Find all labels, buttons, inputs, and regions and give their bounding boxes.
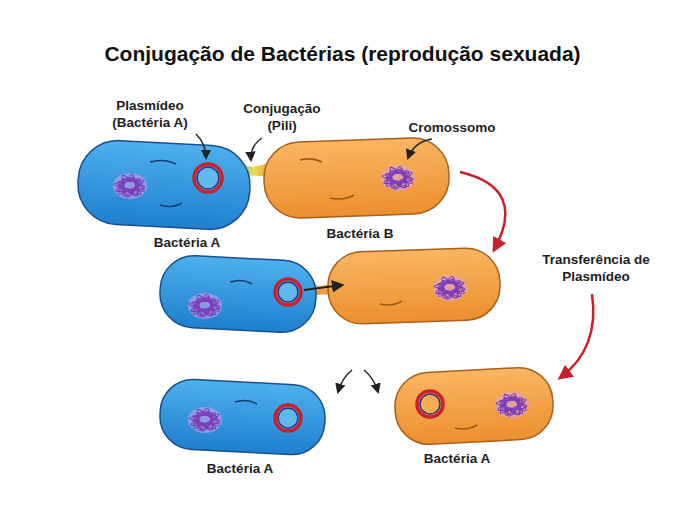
chromosome: [381, 165, 415, 191]
step-label: Transferência de Plasmídeo: [532, 251, 660, 285]
bacterium-b: [263, 137, 451, 219]
title: Conjugação de Bactérias (reprodução sexu…: [104, 42, 580, 66]
bacterium-a: [158, 254, 318, 334]
plasmid: [194, 164, 222, 192]
bacterium-a: [393, 366, 555, 446]
chromosome: [495, 392, 529, 418]
step-arrow: [460, 172, 505, 250]
transfer-arrow: [304, 285, 342, 290]
split-arrow: [364, 370, 378, 392]
cell-label: Bactéria A: [127, 234, 247, 251]
leader-arrow: [251, 138, 262, 160]
leader-arrow: [196, 134, 206, 158]
chromosome: [188, 293, 222, 319]
part-label: Cromossomo: [392, 119, 512, 136]
leader-arrow: [408, 139, 432, 158]
plasmid: [417, 391, 443, 417]
plasmid: [275, 279, 301, 305]
split-arrow: [338, 370, 352, 392]
cell-label: Bactéria B: [300, 225, 420, 242]
bacterium-a: [76, 139, 252, 232]
chromosome: [433, 275, 467, 301]
part-label: Plasmídeo (Bactéria A): [102, 97, 198, 131]
part-label: Conjugação (Pili): [234, 100, 330, 134]
plasmid: [275, 405, 301, 431]
step-arrow: [560, 294, 593, 378]
cell-label: Bactéria A: [397, 450, 517, 467]
chromosome: [113, 173, 147, 199]
cell-label: Bactéria A: [180, 460, 300, 477]
bacterium-a: [158, 378, 326, 457]
chromosome: [188, 407, 222, 433]
bacterium-b: [327, 247, 501, 325]
